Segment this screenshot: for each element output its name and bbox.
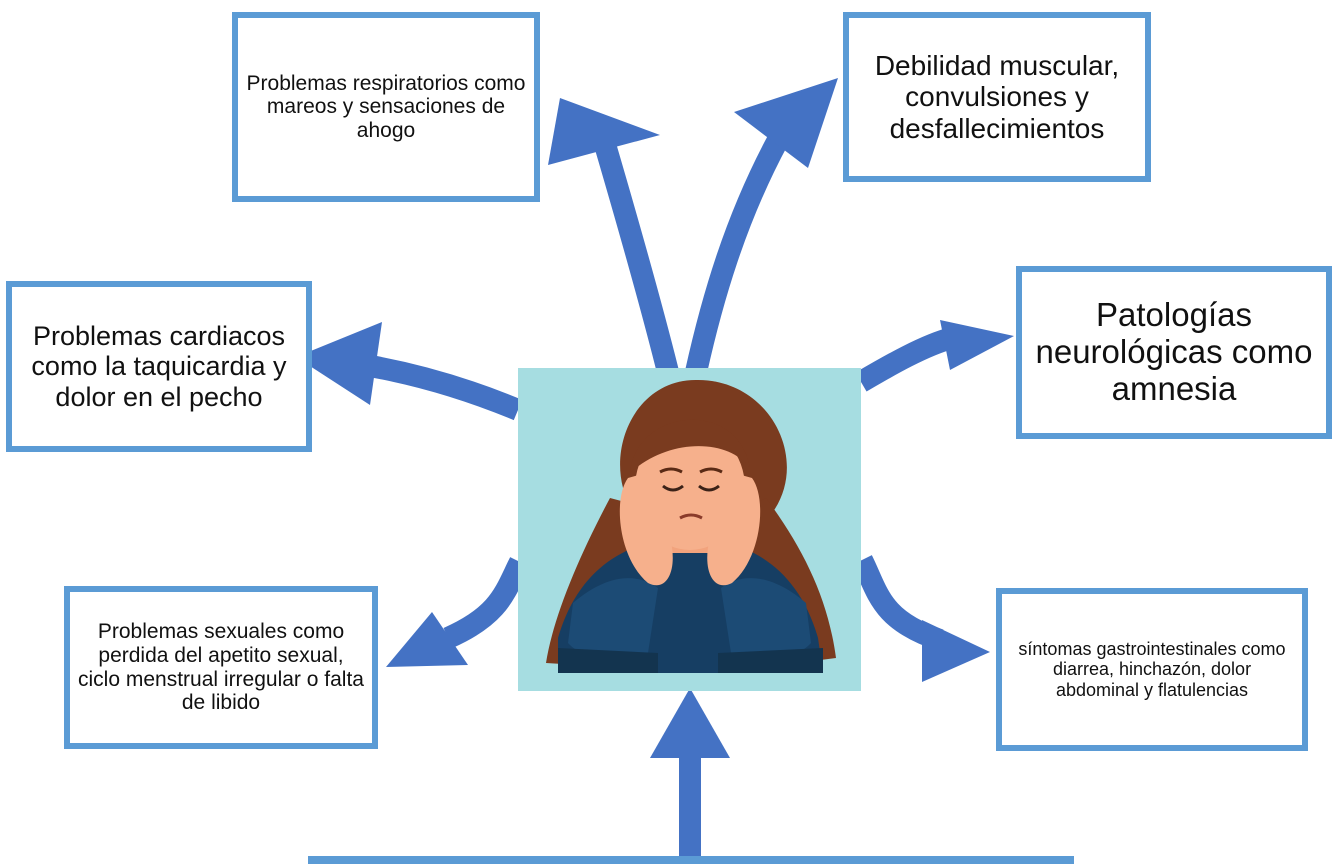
arrow-to-cardiac	[368, 355, 523, 421]
symptom-text-cardiac: Problemas cardiacos como la taquicardia …	[31, 321, 287, 412]
arrow-to-sexual	[443, 557, 530, 649]
right-hand-icon	[707, 473, 761, 586]
symptom-box-cardiac: Problemas cardiacos como la taquicardia …	[6, 281, 312, 452]
arrowhead-respiratory	[548, 98, 660, 165]
symptom-box-neuro: Patologías neurológicas como amnesia	[1016, 266, 1332, 439]
symptom-text-respiratory: Problemas respiratorios como mareos y se…	[246, 71, 526, 142]
arrowhead-bottom	[650, 688, 730, 758]
symptom-text-gastro: síntomas gastrointestinales como diarrea…	[1018, 639, 1286, 700]
arrowhead-cardiac	[296, 322, 382, 405]
symptom-box-sexual: Problemas sexuales como perdida del apet…	[64, 586, 378, 749]
arrow-to-neuro	[855, 327, 956, 392]
stressed-woman-illustration	[518, 368, 861, 691]
symptom-text-sexual: Problemas sexuales como perdida del apet…	[78, 620, 364, 715]
arrowhead-neuro	[940, 320, 1014, 370]
symptom-text-neuro: Patologías neurológicas como amnesia	[1035, 296, 1313, 407]
left-hand-icon	[619, 473, 673, 586]
arrowhead-muscular	[734, 78, 838, 168]
symptom-box-respiratory: Problemas respiratorios como mareos y se…	[232, 12, 540, 202]
symptom-box-muscular: Debilidad muscular, convulsiones y desfa…	[843, 12, 1151, 182]
symptom-text-muscular: Debilidad muscular, convulsiones y desfa…	[874, 49, 1120, 144]
arrow-to-muscular	[685, 134, 788, 375]
symptom-box-gastro: síntomas gastrointestinales como diarrea…	[996, 588, 1308, 751]
arrowhead-gastro	[922, 620, 990, 682]
arrow-to-respiratory	[595, 144, 679, 375]
arrowhead-sexual	[386, 612, 468, 667]
bottom-box-edge	[308, 856, 1074, 864]
